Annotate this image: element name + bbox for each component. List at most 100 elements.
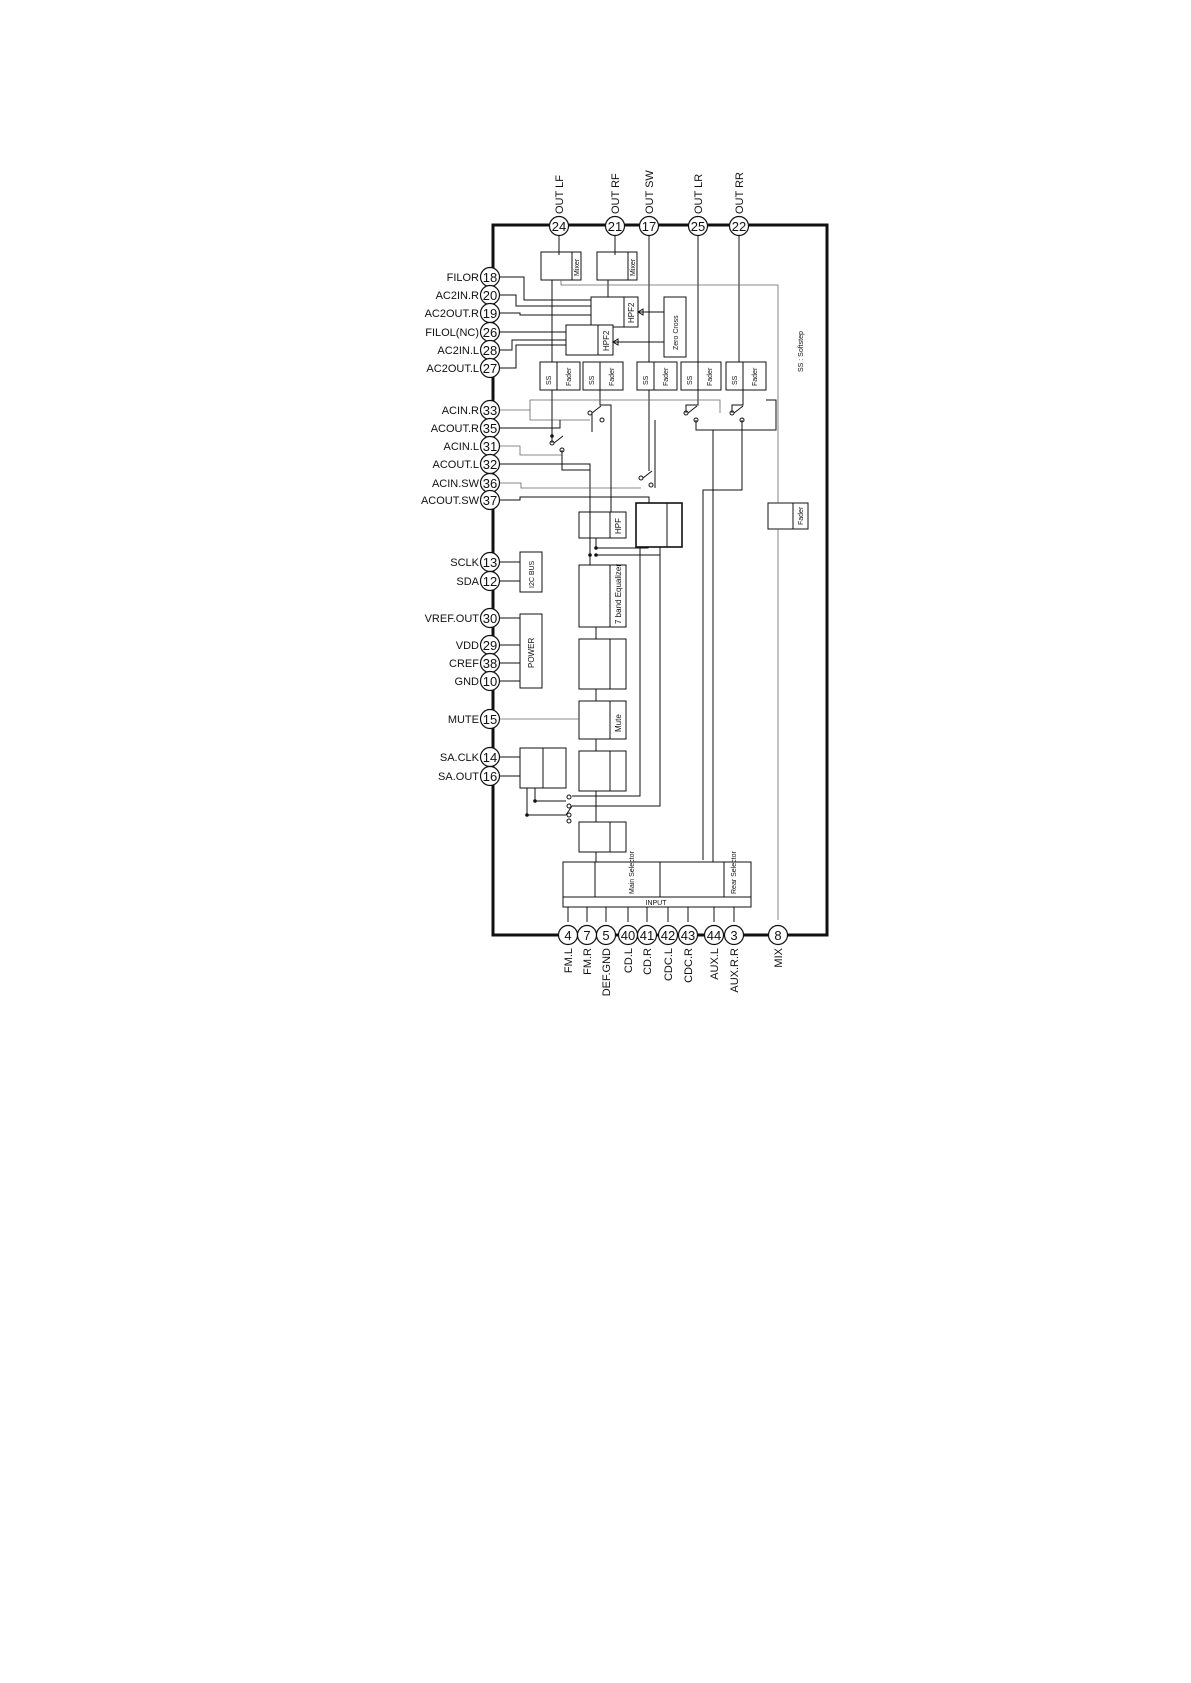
pin-number: 21 — [608, 219, 622, 234]
pin-label: SA.OUT — [438, 771, 479, 783]
ss-fader-2: SS Fader — [582, 361, 624, 391]
power-block: POWER — [519, 613, 543, 689]
pin-number: 43 — [681, 928, 695, 943]
zero-cross-label: Zero Cross — [673, 315, 680, 350]
softstep-note: SS : Softstep — [798, 331, 805, 372]
pin-number: 40 — [621, 928, 635, 943]
pin-number: 10 — [483, 674, 497, 689]
pin-number: 16 — [483, 769, 497, 784]
pin-number: 35 — [483, 421, 497, 436]
ss-label: SS — [687, 375, 694, 385]
pin-label: ACIN.R — [442, 405, 479, 417]
pin-label: ACOUT.L — [433, 459, 479, 471]
pin-circle — [703, 924, 725, 946]
ss-fader-4: SS Fader — [680, 361, 722, 391]
pin-number: 7 — [583, 928, 590, 943]
pin-number: 36 — [483, 476, 497, 491]
pin-number: 33 — [483, 403, 497, 418]
spectrum-analyzer-block — [519, 747, 567, 789]
bottom-pins: 4FM.L7FM.R5DEF.GND40CD.L41CD.R42CDC.L43C… — [557, 924, 789, 996]
pin-16: 16 SA.OUT — [438, 765, 501, 787]
pin-21: 21 OUT RF — [604, 173, 626, 252]
pin-label: FILOL(NC) — [425, 327, 479, 339]
pin-label: AUX.L — [709, 948, 721, 980]
pin-number: 41 — [640, 928, 654, 943]
hpf-label: HPF — [614, 518, 623, 534]
pin-number: 15 — [483, 712, 497, 727]
pin-label: AC2IN.R — [436, 290, 479, 302]
hpf2-label: HPF2 — [602, 330, 611, 351]
pin-33: 33 ACIN.R — [442, 399, 501, 421]
pin-number: 4 — [564, 928, 571, 943]
pin-label: AUX.R.R — [729, 948, 741, 993]
pin-number: 27 — [483, 361, 497, 376]
pin-label: CD.R — [642, 948, 654, 975]
left-pins: 18FILOR20AC2IN.R19AC2OUT.R26FILOL(NC)28A… — [421, 266, 501, 787]
pin-label: AC2OUT.R — [425, 308, 479, 320]
pin-label: AC2OUT.L — [426, 363, 479, 375]
pin-number: 24 — [552, 219, 566, 234]
pin-circle — [479, 570, 501, 592]
pin-label: FM.R — [582, 948, 594, 975]
pin-circle — [677, 924, 699, 946]
pin-label: ACOUT.R — [431, 423, 479, 435]
pin-label: VDD — [456, 640, 479, 652]
pin-label: GND — [455, 676, 480, 688]
ss-label: SS — [546, 375, 553, 385]
pin-label: CDC.R — [683, 948, 695, 983]
tone-block — [578, 750, 627, 792]
pin-label: ACOUT.SW — [421, 495, 480, 507]
pin-number: 8 — [774, 928, 781, 943]
pin-24: 24 OUT LF — [548, 175, 570, 252]
ss-label: SS — [732, 375, 739, 385]
hpf-block: HPF — [578, 511, 627, 539]
rear-selector-label: Rear Selector — [731, 851, 738, 894]
pin-label: CDC.L — [663, 948, 675, 981]
power-label: POWER — [527, 638, 536, 668]
pin-label: OUT LR — [693, 174, 705, 214]
pin-29: 29 VDD — [456, 634, 501, 656]
pin-number: 32 — [483, 457, 497, 472]
pin-27: 27 AC2OUT.L — [426, 357, 501, 379]
pin-number: 3 — [730, 928, 737, 943]
pin-circle — [479, 489, 501, 511]
pin-label: ACIN.L — [444, 441, 479, 453]
pin-circle — [479, 357, 501, 379]
sub-filter-block — [635, 502, 683, 548]
pin-number: 19 — [483, 306, 497, 321]
pin-number: 29 — [483, 638, 497, 653]
pin-label: MIX — [773, 947, 785, 967]
pin-circle — [479, 765, 501, 787]
pin-label: AC2IN.L — [437, 345, 479, 357]
pin-label: OUT RF — [610, 173, 622, 214]
pin-number: 22 — [732, 219, 746, 234]
pin-17: 17 OUT SW — [638, 170, 660, 362]
pin-25: 25 OUT LR — [687, 174, 709, 362]
pin-label: VREF.OUT — [425, 613, 480, 625]
input-label: INPUT — [646, 900, 668, 907]
fader-label: Fader — [609, 367, 616, 386]
pin-number: 44 — [707, 928, 721, 943]
mute-label: Mute — [614, 714, 623, 732]
mixer-label: Mixer — [630, 258, 637, 276]
i2c-bus-block: I2C BUS — [519, 551, 543, 593]
pin-19: 19 AC2OUT.R — [425, 302, 501, 324]
pin-number: 31 — [483, 439, 497, 454]
pin-circle — [479, 607, 501, 629]
pin-label: DEF.GND — [601, 948, 613, 996]
mixer-label: Mixer — [574, 258, 581, 276]
pin-7: 7FM.R — [576, 924, 598, 975]
pin-number: 18 — [483, 270, 497, 285]
